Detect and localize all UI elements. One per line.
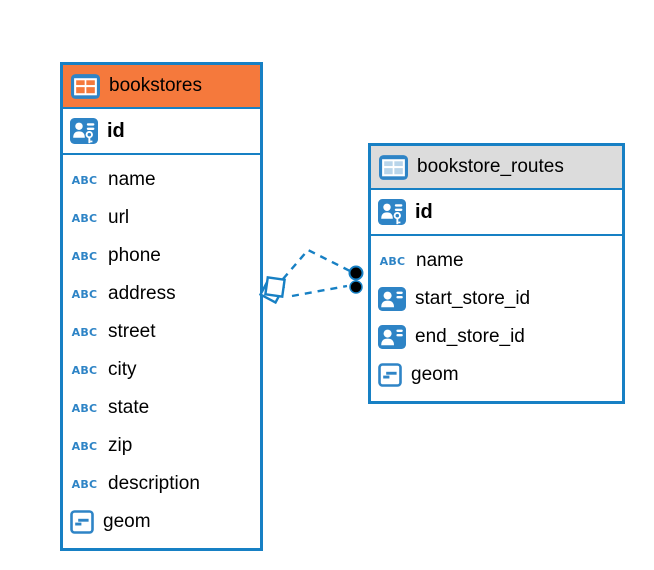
table-column-row[interactable]: ABC name [371, 242, 622, 280]
table-column-row[interactable]: geom [63, 503, 260, 541]
relationship-endpoint-dot [348, 265, 364, 281]
text-type-icon: ABC [379, 254, 406, 268]
table-column-row[interactable]: ABC zip [63, 427, 260, 465]
table-header-bookstores[interactable]: bookstores [63, 65, 260, 109]
primary-key-row[interactable]: id [371, 190, 622, 236]
text-type-icon: ABC [71, 363, 98, 377]
primary-key-row[interactable]: id [63, 109, 260, 155]
column-label: state [108, 397, 150, 418]
table-column-row[interactable]: ABC phone [63, 237, 260, 275]
column-label: end_store_id [415, 326, 525, 347]
table-column-row[interactable]: ABC street [63, 313, 260, 351]
geometry-type-icon [70, 510, 94, 534]
foreign-key-icon [378, 325, 406, 349]
table-name: bookstores [109, 75, 202, 96]
column-label: id [107, 119, 125, 142]
text-type-icon: ABC [71, 287, 98, 301]
table-column-row[interactable]: ABC name [63, 161, 260, 199]
column-list: ABC name ABC url ABC phone ABC address A… [63, 155, 260, 548]
text-type-icon: ABC [71, 439, 98, 453]
column-label: city [108, 359, 137, 380]
table-column-row[interactable]: ABC address [63, 275, 260, 313]
table-column-row[interactable]: ABC url [63, 199, 260, 237]
column-label: geom [411, 364, 459, 385]
foreign-key-icon [378, 287, 406, 311]
table-column-row[interactable]: end_store_id [371, 318, 622, 356]
text-type-icon: ABC [71, 211, 98, 225]
text-type-icon: ABC [71, 325, 98, 339]
table-column-row[interactable]: geom [371, 356, 622, 394]
table-column-row[interactable]: ABC city [63, 351, 260, 389]
geometry-type-icon [378, 363, 402, 387]
column-label: name [108, 169, 156, 190]
diamond-end-marker [264, 276, 286, 298]
column-label: phone [108, 245, 161, 266]
column-label: url [108, 207, 130, 228]
table-bookstore-routes[interactable]: bookstore_routes id ABC name start_store… [368, 143, 625, 404]
text-type-icon: ABC [71, 401, 98, 415]
text-type-icon: ABC [71, 477, 98, 491]
column-label: address [108, 283, 176, 304]
column-label: geom [103, 511, 151, 532]
text-type-icon: ABC [71, 249, 98, 263]
relationship-connector[interactable] [250, 238, 380, 312]
relationship-line[interactable] [282, 248, 351, 280]
table-bookstores[interactable]: bookstores id ABC name ABC url ABC phone… [60, 62, 263, 551]
column-label: zip [108, 435, 133, 456]
table-column-row[interactable]: ABC state [63, 389, 260, 427]
column-label: description [108, 473, 200, 494]
primary-key-icon [70, 118, 98, 144]
table-icon [379, 155, 408, 180]
column-label: name [416, 250, 464, 271]
table-icon [71, 74, 100, 99]
table-name: bookstore_routes [417, 156, 564, 177]
column-list: ABC name start_store_id end_store_id geo… [371, 236, 622, 401]
column-label: street [108, 321, 156, 342]
relationship-line[interactable] [291, 284, 348, 298]
relationship-endpoint-dot [349, 280, 363, 294]
table-column-row[interactable]: ABC description [63, 465, 260, 503]
table-header-bookstore-routes[interactable]: bookstore_routes [371, 146, 622, 190]
table-column-row[interactable]: start_store_id [371, 280, 622, 318]
text-type-icon: ABC [71, 173, 98, 187]
primary-key-icon [378, 199, 406, 225]
column-label: id [415, 200, 433, 223]
column-label: start_store_id [415, 288, 531, 309]
